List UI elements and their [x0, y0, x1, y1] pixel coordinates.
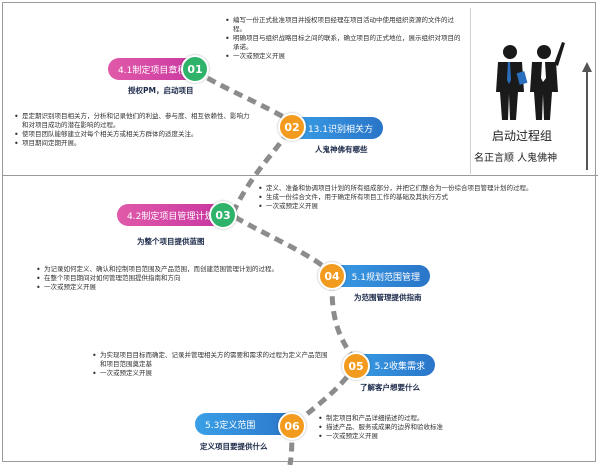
step-01-subtitle: 授权PM，启动项目	[128, 86, 194, 95]
step-01-label: 4.1制定项目章程	[118, 65, 187, 76]
note-item: 一次或预定义开展	[258, 202, 578, 211]
step-02-number: 02	[278, 113, 306, 141]
notes-step-03: 定义、准备和协调项目计划的所有组成部分，并把它们整合为一份综合项目管理计划的过程…	[258, 184, 578, 211]
notes-step-05: 为实现项目目标而确定、记录并管理相关方的需要和需求的过程为定义产品范围和项目范围…	[92, 351, 332, 378]
step-05-number: 05	[342, 352, 370, 380]
step-06-label: 5.3定义范围	[205, 420, 256, 431]
note-item: 为实现项目目标而确定、记录并管理相关方的需要和需求的过程为定义产品范围和项目范围…	[92, 351, 332, 369]
step-04-pill: 5.1规划范围管理	[320, 265, 430, 287]
notes-step-02: 是定期识别项目相关方，分析和记录他们的利益、参与度、相互依赖性、影响力和对项目成…	[14, 112, 254, 148]
step-06-subtitle: 定义项目要提供什么	[200, 442, 268, 451]
note-item: 使项目团队能够建立对每个相关方或相关方群体的适度关注。	[14, 130, 254, 139]
notes-step-06: 制定项目和产品详细描述的过程。 描述产品、服务或成果的边界和验收标准 一次或预定…	[318, 414, 518, 441]
step-04-number: 04	[318, 262, 346, 290]
step-03-number: 03	[209, 201, 237, 229]
note-item: 制定项目和产品详细描述的过程。	[318, 414, 518, 423]
step-04-subtitle: 为范围管理提供指南	[354, 293, 422, 302]
note-item: 为记录如何定义、确认和控制项目范围及产品范围，而创建范围管理计划的过程。	[36, 265, 318, 274]
arrow-shaft	[586, 70, 588, 170]
diagram-frame	[2, 2, 596, 462]
step-05-subtitle: 了解客户想要什么	[360, 383, 420, 392]
note-item: 一次或预定义开展	[225, 52, 463, 61]
step-06-number: 06	[278, 412, 306, 440]
note-item: 定义、准备和协调项目计划的所有组成部分，并把它们整合为一份综合项目管理计划的过程…	[258, 184, 578, 193]
step-02-label: 13.1识别相关方	[307, 124, 373, 135]
section-divider	[2, 175, 598, 176]
step-03-pill: 4.2制定项目管理计划	[117, 204, 223, 226]
notes-step-04: 为记录如何定义、确认和控制项目范围及产品范围，而创建范围管理计划的过程。 在整个…	[36, 265, 318, 292]
group-title: 启动过程组	[492, 129, 553, 143]
step-01-pill: 4.1制定项目章程	[108, 58, 203, 80]
step-03-label: 4.2制定项目管理计划	[127, 211, 214, 222]
note-item: 编写一份正式批准项目并授权项目经理在项目活动中使用组织资源的文件的过程。	[225, 16, 463, 34]
step-02-subtitle: 人鬼神佛有哪些	[315, 145, 368, 154]
note-item: 一次或预定义开展	[318, 432, 518, 441]
note-item: 一次或预定义开展	[92, 369, 332, 378]
step-02-pill: 13.1识别相关方	[283, 117, 383, 139]
business-people-icon	[496, 42, 565, 120]
step-03-subtitle: 为整个项目提供蓝图	[137, 237, 205, 246]
note-item: 在整个项目期间对如何管理范围提供指南和方向	[36, 274, 318, 283]
vertical-divider	[470, 8, 471, 174]
note-item: 项目期间定期开展。	[14, 139, 254, 148]
step-04-label: 5.1规划范围管理	[351, 272, 420, 283]
arrow-up-icon	[582, 62, 592, 72]
step-05-label: 5.2收集需求	[374, 361, 425, 372]
step-06-pill: 5.3定义范围	[195, 413, 297, 435]
note-item: 一次或预定义开展	[36, 283, 318, 292]
step-01-number: 01	[181, 55, 209, 83]
note-item: 描述产品、服务或成果的边界和验收标准	[318, 423, 518, 432]
notes-step-01: 编写一份正式批准项目并授权项目经理在项目活动中使用组织资源的文件的过程。 明确项…	[225, 16, 463, 61]
note-item: 明确项目与组织战略目标之间的联系，确立项目的正式地位，展示组织对项目的承诺。	[225, 34, 463, 52]
note-item: 生成一份综合文件，用于确定所有项目工作的基础及其执行方式	[258, 193, 578, 202]
note-item: 是定期识别项目相关方，分析和记录他们的利益、参与度、相互依赖性、影响力和对项目成…	[14, 112, 254, 130]
group-subtitle: 名正言顺 人鬼佛神	[474, 153, 558, 164]
